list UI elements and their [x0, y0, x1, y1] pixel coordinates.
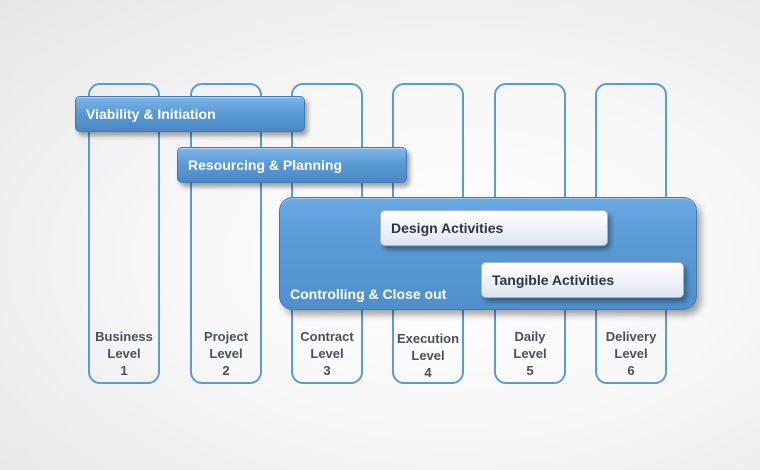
phase-label-design: Design Activities — [391, 220, 504, 236]
level-column-1 — [88, 83, 160, 384]
phase-label-viability: Viability & Initiation — [86, 106, 216, 122]
phase-label-controlling: Controlling & Close out — [290, 286, 447, 302]
phase-bar-viability: Viability & Initiation — [75, 96, 305, 132]
level-column-2 — [190, 83, 262, 384]
phase-bar-design: Design Activities — [380, 210, 608, 246]
phase-label-resourcing: Resourcing & Planning — [188, 157, 343, 173]
phase-bar-tangible: Tangible Activities — [481, 262, 684, 298]
phase-bar-resourcing: Resourcing & Planning — [177, 147, 407, 183]
phase-label-tangible: Tangible Activities — [492, 272, 615, 288]
